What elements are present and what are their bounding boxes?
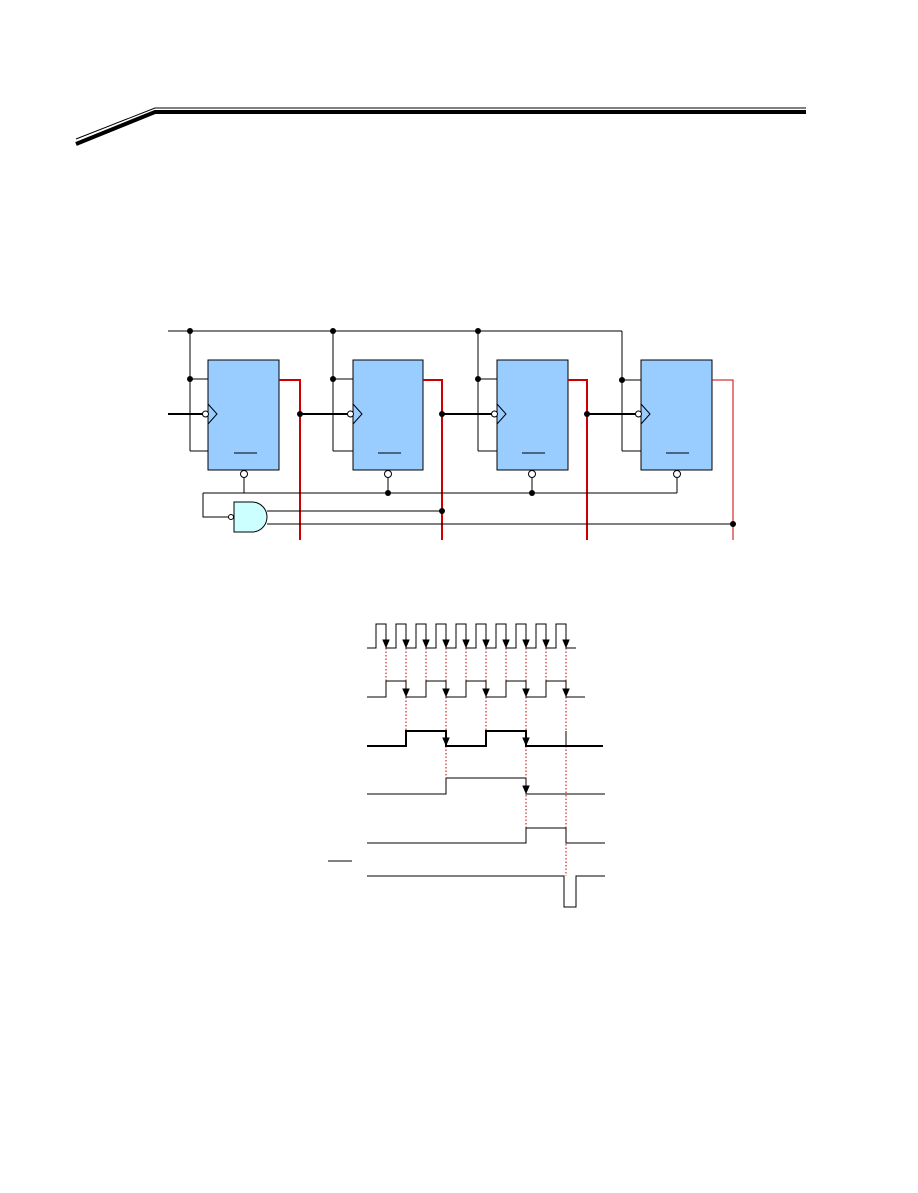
q2-trace [367,730,603,747]
junction-dots [187,328,736,527]
q1-edge-arrows [402,683,570,698]
clear-trace [367,875,605,908]
q3-edge-arrows [522,780,530,795]
nand-gate [228,501,733,533]
clock-edge-arrows [382,626,570,649]
q3-trace [367,777,605,795]
header-rule [75,107,806,146]
q1-trace [367,680,585,698]
q-output-wires [279,379,734,540]
flipflop-3 [491,359,569,478]
q2-edge-arrows [442,733,530,747]
flipflop-1 [202,359,280,478]
flipflop-2 [347,359,424,478]
flipflop-4 [635,359,713,478]
clock-trace [367,623,576,649]
q4-trace [367,827,605,844]
counter-circuit [168,328,736,540]
timing-guide-lines [385,648,567,876]
timing-diagram [328,623,605,908]
